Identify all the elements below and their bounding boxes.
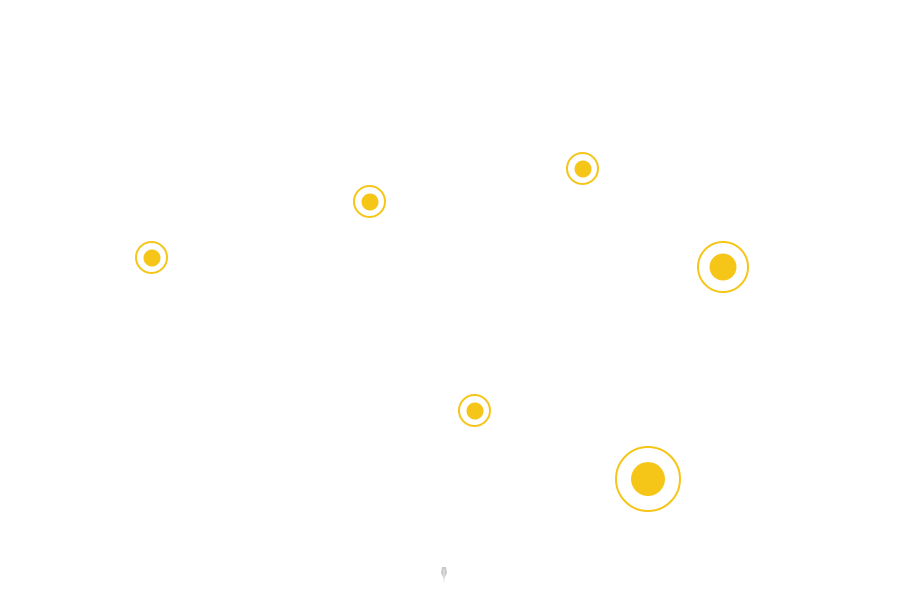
target-circle[interactable] [697, 241, 749, 293]
target-core [709, 253, 737, 281]
feather-cursor-icon [441, 567, 447, 583]
target-core [143, 249, 160, 266]
target-circle[interactable] [458, 394, 491, 427]
target-core [466, 402, 483, 419]
target-circle[interactable] [353, 185, 386, 218]
target-circle[interactable] [135, 241, 168, 274]
target-core [631, 462, 665, 496]
target-circle[interactable] [566, 152, 599, 185]
target-core [361, 193, 378, 210]
target-circle[interactable] [615, 446, 681, 512]
target-core [574, 160, 591, 177]
